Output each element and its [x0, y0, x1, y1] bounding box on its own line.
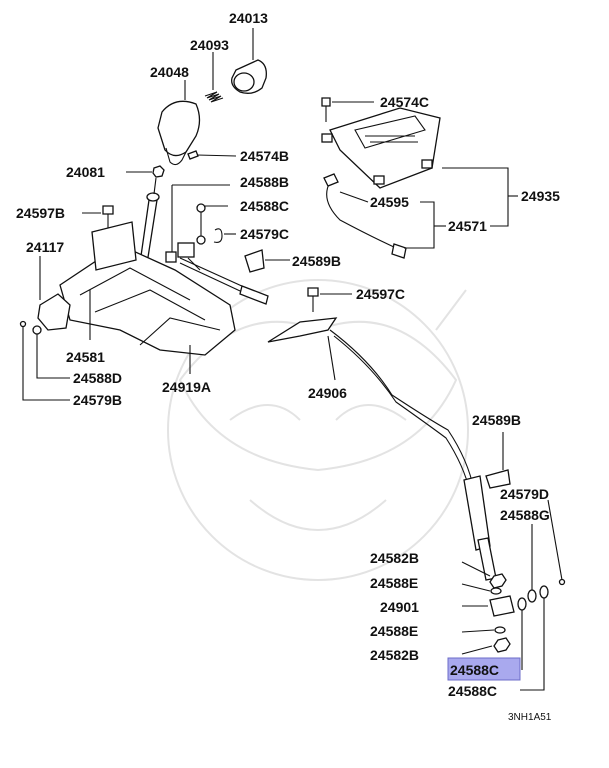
bracket-24935-leader: [442, 167, 518, 227]
label-24582B-upper: 24582B: [370, 550, 419, 566]
shift-cable: [329, 329, 497, 581]
label-24588C-bottom: 24588C: [448, 683, 497, 699]
diagram-code: 3NH1A51: [508, 712, 552, 723]
bracket-24571-leader: [404, 201, 446, 249]
label-24588C-top: 24588C: [240, 198, 289, 214]
label-24117: 24117: [26, 239, 64, 255]
label-24048: 24048: [150, 64, 189, 80]
washer-24588G: [527, 524, 537, 603]
clip-24579C: [213, 228, 236, 243]
knob-cap-24013: [231, 59, 267, 94]
bolt-24597C: [307, 287, 352, 312]
linkage-rod: [179, 257, 269, 305]
nut-24582B-upper: [461, 561, 507, 589]
label-24935: 24935: [521, 188, 560, 204]
leader-24595: [339, 191, 369, 203]
label-24093: 24093: [190, 37, 229, 53]
label-24588E-lower: 24588E: [370, 623, 418, 639]
indicator-panel-24935: [321, 107, 441, 189]
label-24595: 24595: [370, 194, 409, 210]
label-24588G: 24588G: [500, 507, 550, 523]
screw-24574C: [321, 97, 374, 122]
label-24579C: 24579C: [240, 226, 289, 242]
cable-bracket-24906: [267, 317, 338, 381]
label-24919A: 24919A: [162, 379, 211, 395]
label-24906: 24906: [308, 385, 347, 401]
label-24081: 24081: [66, 164, 105, 180]
label-24588C-highlight: 24588C: [450, 662, 499, 678]
label-24013: 24013: [229, 10, 268, 26]
label-24571: 24571: [448, 218, 487, 234]
washer-24588E-lower: [461, 626, 506, 634]
nut-24582B-lower: [461, 637, 511, 655]
highlight-box: [447, 657, 521, 681]
label-24901: 24901: [380, 599, 419, 615]
label-24588D: 24588D: [73, 370, 122, 386]
bolt-24081: [126, 165, 165, 178]
pin-24579B: [19, 320, 70, 401]
label-24579B: 24579B: [73, 392, 122, 408]
label-24588B: 24588B: [240, 174, 289, 190]
nut-24588D: [32, 325, 70, 379]
label-24597C: 24597C: [356, 286, 405, 302]
label-24581: 24581: [66, 349, 105, 365]
pin-24579D: [547, 499, 566, 586]
knob-body-24048: [157, 100, 201, 166]
label-24588E-upper: 24588E: [370, 575, 418, 591]
spring-24093: [204, 91, 224, 103]
bracket-24589B-right: [485, 432, 511, 489]
pin-24588B: [165, 184, 230, 263]
label-24574C: 24574C: [380, 94, 429, 110]
label-24579D: 24579D: [500, 486, 549, 502]
shift-gate-24919A: [59, 221, 236, 356]
bracket-24589B-top: [244, 249, 290, 273]
harness-24571: [323, 173, 407, 259]
label-24589B-right: 24589B: [472, 412, 521, 428]
bolt-24597B: [82, 205, 114, 236]
clip-24588C-top: [196, 203, 228, 245]
lock-24901: [462, 595, 515, 617]
label-24589B-top: 24589B: [292, 253, 341, 269]
washer-24588C-a: [517, 597, 527, 670]
screw-24574B: [187, 150, 237, 160]
label-24574B: 24574B: [240, 148, 289, 164]
washer-24588E-upper: [461, 583, 502, 595]
detent-plate-24117: [37, 256, 71, 331]
label-24582B-lower: 24582B: [370, 647, 419, 663]
washer-24588C-b: [520, 585, 549, 691]
label-24597B: 24597B: [16, 205, 65, 221]
